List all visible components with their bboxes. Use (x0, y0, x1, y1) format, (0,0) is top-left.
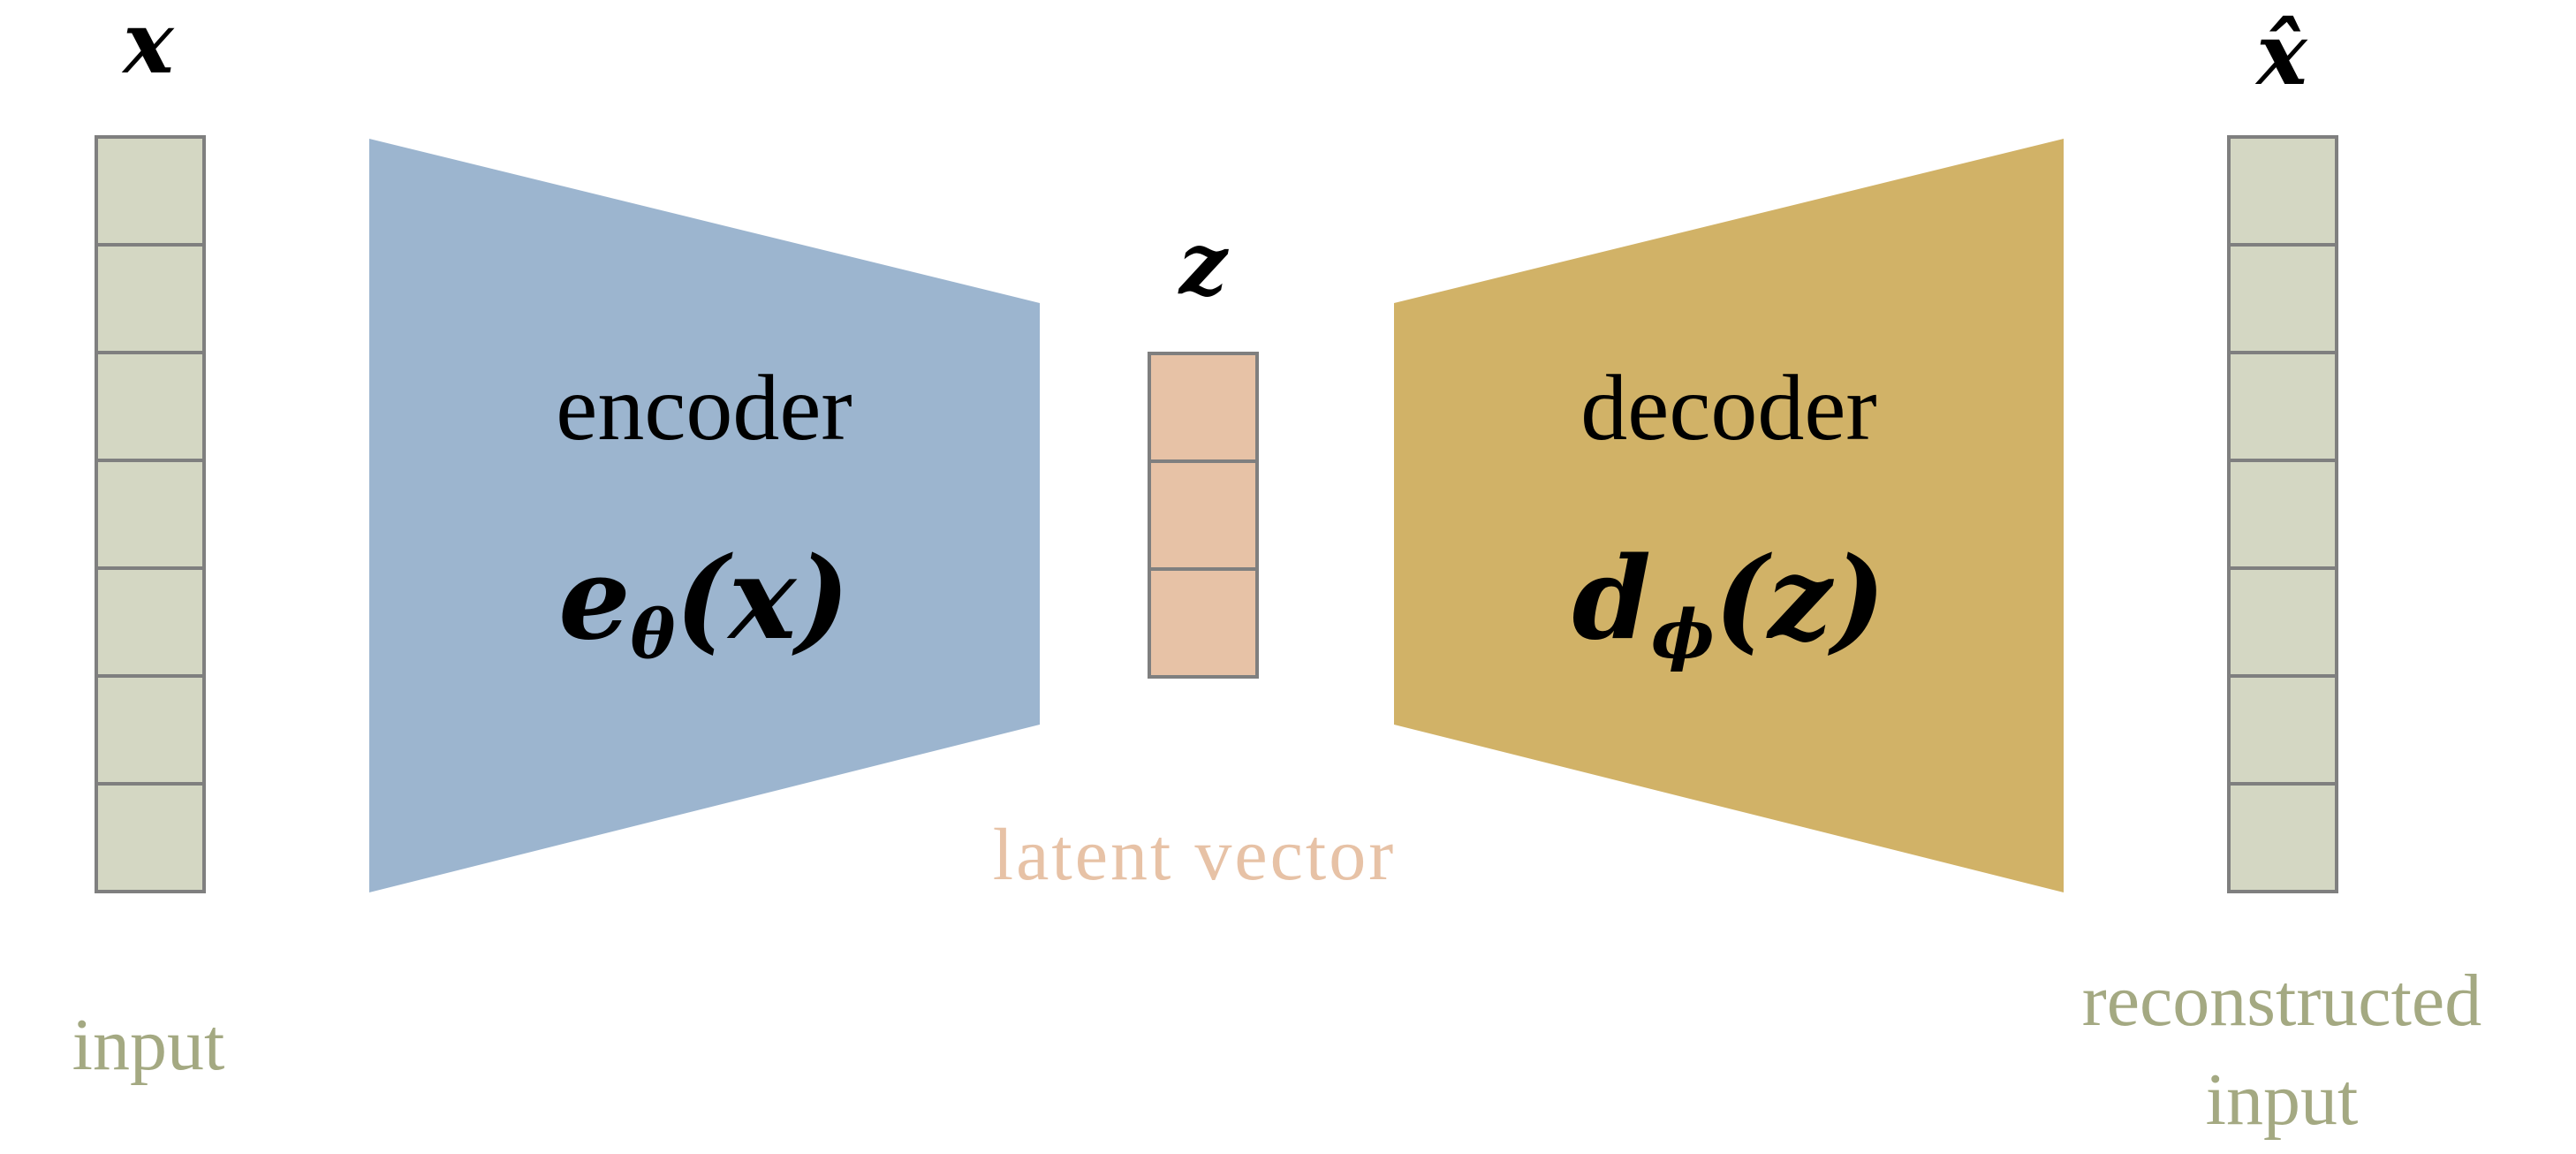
output-label-line1: reconstructed (2082, 960, 2481, 1042)
output-cell (2227, 674, 2338, 786)
latent-vector (1148, 352, 1259, 679)
encoder-func-name: e (558, 533, 630, 665)
output-cell (2227, 566, 2338, 678)
latent-label: latent vector (993, 814, 1396, 896)
decoder-func-arg: (z) (1715, 533, 1886, 665)
decoder-func-sub: ϕ (1651, 595, 1715, 673)
input-cell (95, 674, 206, 786)
input-cell (95, 135, 206, 247)
input-label: input (72, 1004, 225, 1086)
encoder-block (369, 139, 1040, 892)
input-cell (95, 351, 206, 462)
input-symbol: x (121, 0, 175, 93)
input-cell (95, 459, 206, 570)
output-cell (2227, 782, 2338, 893)
decoder-title: decoder (1580, 356, 1876, 459)
encoder-func-sub: θ (631, 595, 676, 673)
latent-cell (1148, 352, 1259, 463)
decoder-function: dϕ(z) (1572, 533, 1886, 673)
output-cell (2227, 243, 2338, 354)
input-cell (95, 243, 206, 354)
output-symbol: x̂ (2254, 4, 2308, 104)
decoder-block (1394, 139, 2064, 892)
latent-symbol: z (1178, 214, 1230, 314)
latent-cell (1148, 459, 1259, 571)
output-cell (2227, 135, 2338, 247)
latent-cell (1148, 567, 1259, 679)
input-cell (95, 566, 206, 678)
input-cell (95, 782, 206, 893)
output-vector (2227, 135, 2338, 893)
encoder-func-arg: (x) (675, 533, 849, 665)
input-vector (95, 135, 206, 893)
encoder-title: encoder (556, 356, 852, 459)
encoder-function: eθ(x) (558, 533, 850, 673)
output-label-line2: input (2206, 1059, 2359, 1141)
output-cell (2227, 459, 2338, 570)
output-cell (2227, 351, 2338, 462)
decoder-func-name: d (1572, 533, 1652, 665)
